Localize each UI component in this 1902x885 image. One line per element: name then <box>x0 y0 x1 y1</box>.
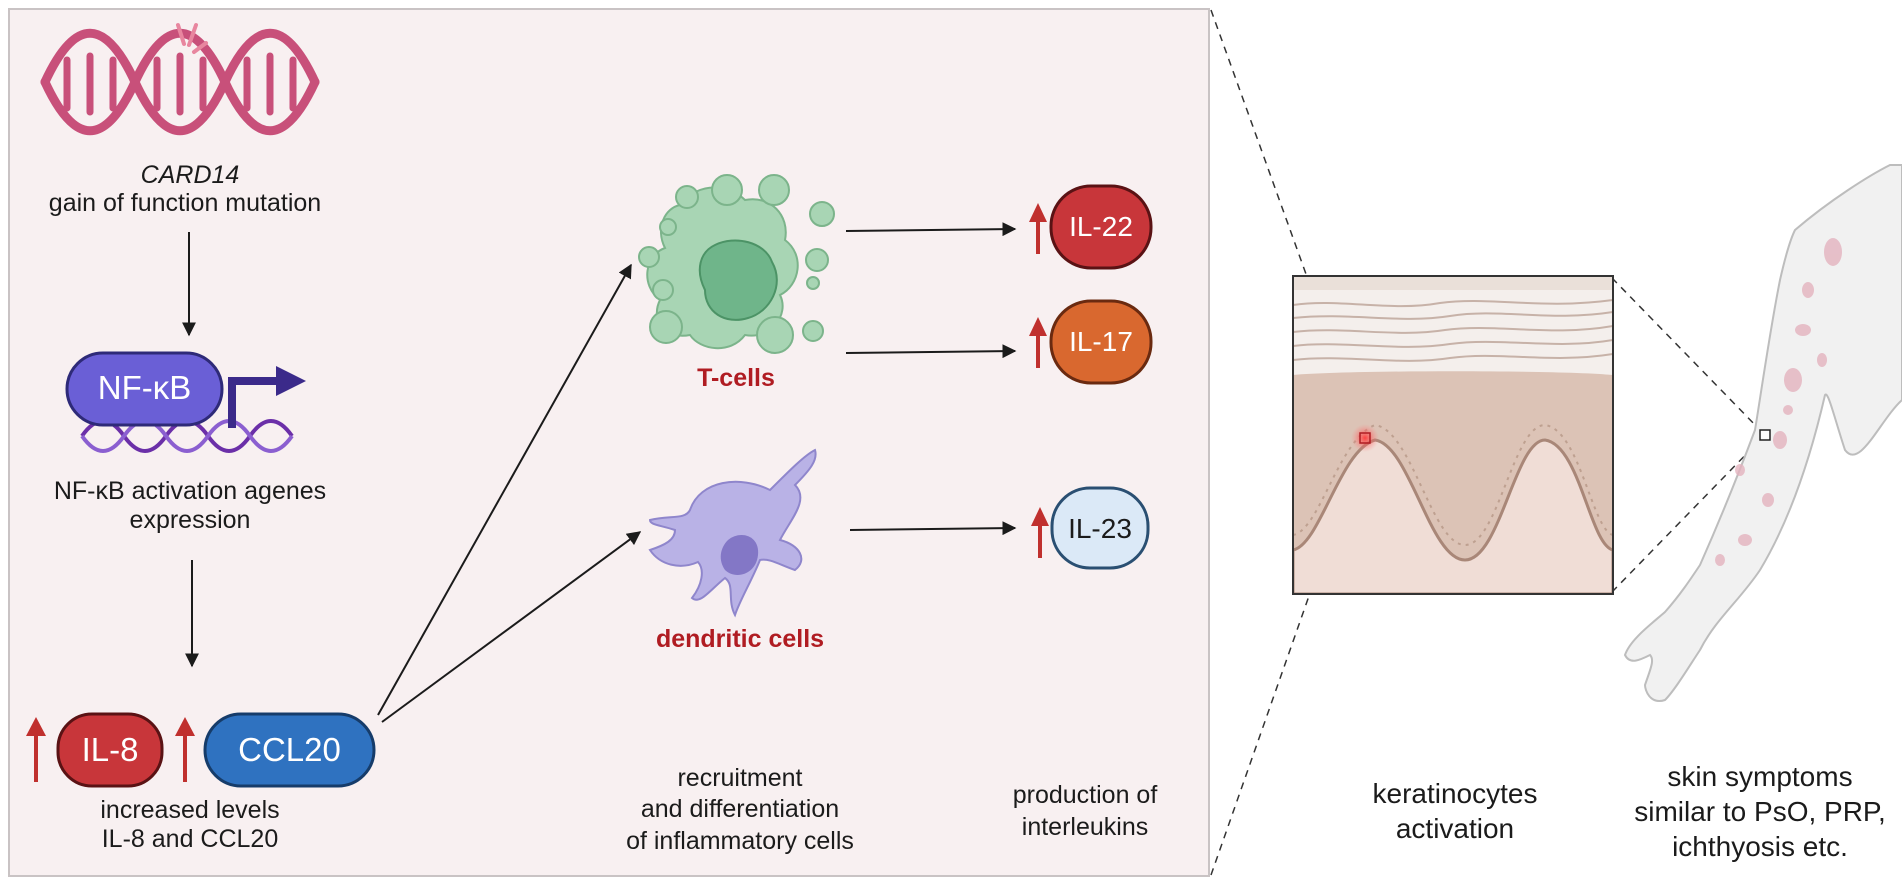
ccl20-label: CCL20 <box>238 731 341 768</box>
nfkb-caption-2: expression <box>129 506 251 534</box>
flow-arrow <box>377 263 632 716</box>
tcell-label: T-cells <box>697 364 775 392</box>
il22-pill <box>1049 184 1153 270</box>
recruitment-caption-2: and differentiation <box>640 795 840 823</box>
il23-pill <box>1050 486 1150 570</box>
il22-label: IL-22 <box>1069 211 1133 242</box>
nfkb-label: NF-κB <box>97 369 192 406</box>
il8-label: IL-8 <box>81 731 139 768</box>
keratinocytes-caption-2: activation <box>1395 813 1515 844</box>
up-arrow-icon <box>1029 203 1047 254</box>
production-caption-1: production of <box>1012 781 1158 809</box>
up-arrow-icon <box>26 717 46 782</box>
recruitment-caption-1: recruitment <box>677 764 803 792</box>
skin-caption-2: similar to PsO, PRP, <box>1634 796 1886 827</box>
ccl20-pill <box>203 712 376 788</box>
il8-pill <box>56 712 164 788</box>
dendritic-label: dendritic cells <box>655 625 825 653</box>
pathway-panel <box>8 8 1210 877</box>
flow-arrow <box>849 521 1017 536</box>
arm-image <box>1623 164 1902 702</box>
keratinocytes-caption-1: keratinocytes <box>1372 778 1538 809</box>
up-arrow-icon <box>1029 317 1047 368</box>
chemokine-caption-2: IL-8 and CCL20 <box>101 825 279 853</box>
production-caption-2: interleukins <box>1021 813 1149 841</box>
dna-icon <box>40 23 320 136</box>
recruitment-caption-3: of inflammatory cells <box>626 827 854 855</box>
nfkb-caption-1: NF-κB activation agenes <box>53 477 327 505</box>
t-cell-icon <box>638 174 835 354</box>
flow-arrow <box>381 531 642 723</box>
skin-caption-1: skin symptoms <box>1667 761 1853 792</box>
skin-section-image <box>1292 275 1614 595</box>
il23-label: IL-23 <box>1068 513 1132 544</box>
chemokine-caption-1: increased levels <box>100 796 280 824</box>
flow-arrow <box>845 344 1017 359</box>
nfkb-pill <box>65 351 224 427</box>
dendritic-cell-icon <box>648 448 817 618</box>
flow-arrow <box>845 222 1017 237</box>
il17-label: IL-17 <box>1069 326 1133 357</box>
transcription-arrow-icon <box>228 366 306 428</box>
up-arrow-icon <box>175 717 195 782</box>
skin-caption-3: ichthyosis etc. <box>1672 831 1848 862</box>
gene-label: CARD14 <box>140 161 240 189</box>
il17-pill <box>1049 299 1153 385</box>
up-arrow-icon <box>1031 507 1049 558</box>
mutation-label: gain of function mutation <box>48 189 322 217</box>
